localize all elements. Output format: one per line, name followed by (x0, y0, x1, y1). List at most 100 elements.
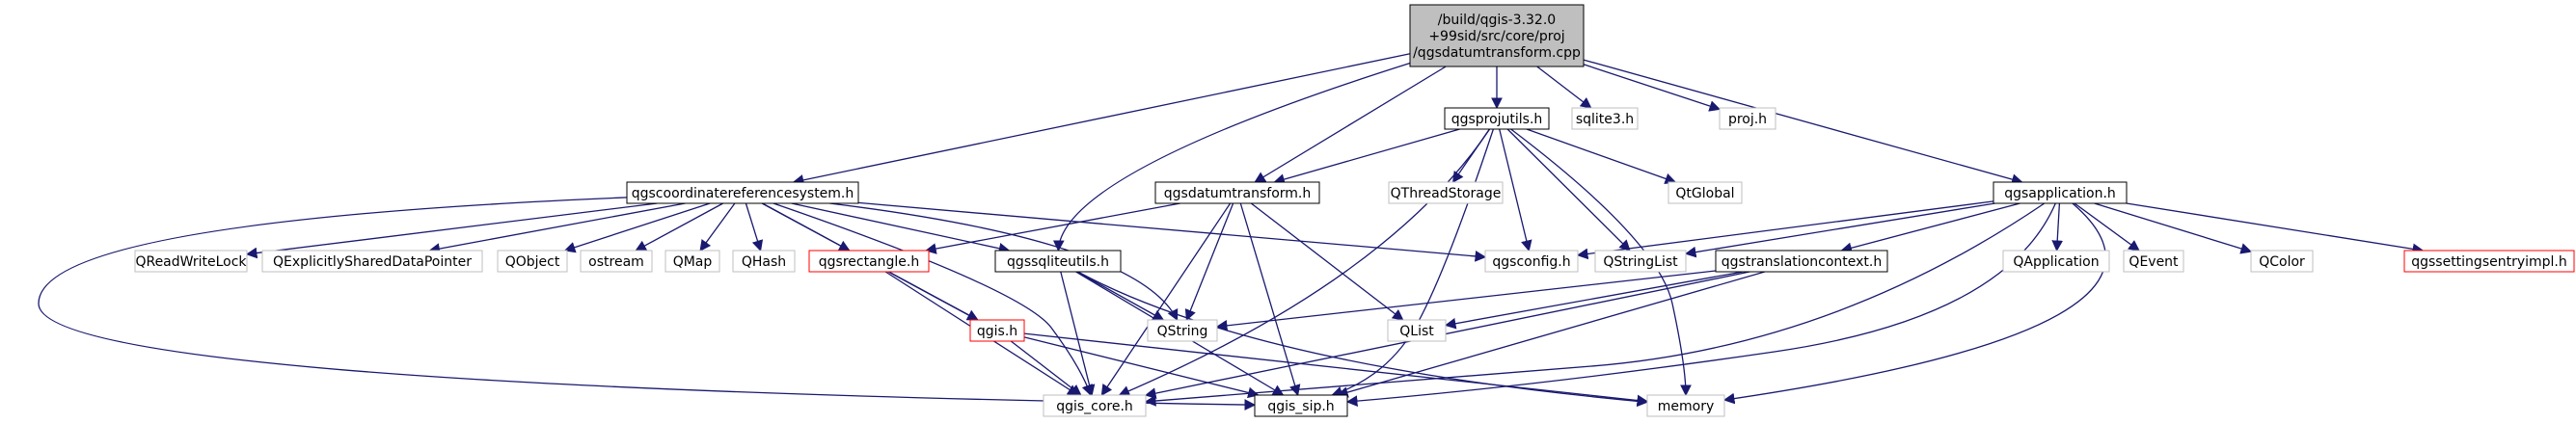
edge-application-to-qevent (2074, 202, 2140, 252)
node-box (664, 250, 720, 273)
node-box (1484, 250, 1579, 273)
edge-crs-to-sqliteutils (791, 202, 1011, 254)
edge-projutils-to-datumtransform (1273, 128, 1460, 185)
edge-root-to-proj (1583, 64, 1722, 112)
edge-projutils-to-memory (1510, 128, 1692, 397)
node-box (2002, 250, 2110, 273)
edge-datumtransform-to-qgissip (1239, 202, 1301, 397)
edge-crs-to-qreadwritelock (245, 202, 658, 259)
node-label: QList (1399, 324, 1434, 339)
node-label: qgis.h (977, 324, 1017, 339)
node-box (1646, 394, 1725, 417)
node-qevent: QEvent (2123, 250, 2184, 273)
node-root[interactable]: /build/qgis-3.32.0+99sid/src/core/proj/q… (1409, 4, 1585, 67)
node-qmap: QMap (664, 250, 720, 273)
node-box (261, 250, 483, 273)
edge-crs-to-qexplicitly (428, 202, 686, 254)
edge-crs-to-qhash (745, 202, 764, 252)
node-label: qgstranslationcontext.h (1722, 254, 1882, 270)
edge-application-to-settingsentry (2126, 202, 2425, 255)
node-memory: memory (1646, 394, 1725, 417)
node-translation[interactable]: qgstranslationcontext.h (1715, 250, 1888, 273)
node-label: QHash (742, 254, 786, 270)
edge-qgis-to-memory (1023, 332, 1649, 407)
edge-application-to-qstringlist (1684, 202, 1995, 258)
node-qcolor: QColor (2250, 250, 2314, 273)
node-label: QColor (2259, 254, 2305, 270)
node-sqlite3: sqlite3.h (1571, 107, 1639, 130)
node-qstringlist: QStringList (1594, 250, 1687, 273)
edge-crs-to-qgiscore (773, 202, 1093, 397)
node-label: qgsprojutils.h (1451, 112, 1543, 127)
node-label: proj.h (1728, 112, 1767, 127)
edge-root-to-datumtransform (1254, 66, 1447, 183)
edge-application-to-memory (1722, 202, 2106, 405)
node-qgissip[interactable]: qgis_sip.h (1254, 394, 1348, 417)
node-label: qgscoordinatereferencesystem.h (632, 186, 854, 201)
node-projutils[interactable]: qgsprojutils.h (1444, 107, 1550, 130)
node-box (1993, 181, 2128, 204)
node-layer: /build/qgis-3.32.0+99sid/src/core/proj/q… (134, 4, 2575, 417)
edge-datumtransform-to-rectangle (925, 202, 1180, 254)
edge-rectangle-to-qgis (887, 271, 979, 321)
edge-crs-to-qobject (563, 202, 711, 253)
edge-datumtransform-to-qstring (1184, 202, 1234, 322)
node-qapplication: QApplication (2002, 250, 2110, 273)
node-label: /qgsdatumtransform.cpp (1413, 45, 1581, 61)
edge-application-to-qgsconfig (1576, 200, 1994, 260)
node-qhash: QHash (732, 250, 796, 273)
node-ostream: ostream (580, 250, 653, 273)
node-label: QObject (505, 254, 560, 270)
node-proj: proj.h (1719, 107, 1776, 130)
node-box (1043, 394, 1147, 417)
edge-projutils-to-qtglobal (1526, 128, 1677, 184)
node-crs[interactable]: qgscoordinatereferencesystem.h (626, 181, 859, 204)
node-box (1387, 319, 1447, 342)
node-box (1715, 250, 1888, 273)
node-box (580, 250, 653, 273)
node-label: QReadWriteLock (135, 254, 247, 270)
node-datumtransform[interactable]: qgsdatumtransform.h (1154, 181, 1320, 204)
node-label: QString (1157, 324, 1208, 339)
node-settingsentry[interactable]: qgssettingsentryimpl.h (2403, 250, 2575, 273)
node-box (969, 319, 1025, 342)
edge-application-to-translation (1840, 202, 2020, 253)
edge-translation-to-qlist (1444, 271, 1744, 330)
node-label: QtGlobal (1675, 186, 1734, 201)
node-qstring: QString (1147, 319, 1218, 342)
node-box (1388, 181, 1504, 204)
node-label: /build/qgis-3.32.0 (1438, 13, 1556, 28)
node-box (1409, 4, 1585, 67)
node-box (994, 250, 1122, 273)
edge-crs-to-qgissip (38, 197, 1257, 411)
node-application[interactable]: qgsapplication.h (1993, 181, 2128, 204)
edge-root-to-application (1583, 59, 2023, 185)
node-box (1254, 394, 1348, 417)
node-box (732, 250, 796, 273)
node-label: QMap (673, 254, 713, 270)
node-label: +99sid/src/core/proj (1428, 29, 1564, 44)
node-qexplicitly: QExplicitlySharedDataPointer (261, 250, 483, 273)
node-box (2403, 250, 2575, 273)
node-rectangle[interactable]: qgsrectangle.h (808, 250, 930, 273)
node-label: qgsapplication.h (2004, 186, 2116, 201)
edge-crs-to-qmap (699, 202, 736, 252)
node-qlist: QList (1387, 319, 1447, 342)
edge-qgis-to-qgiscore (1010, 340, 1082, 396)
node-sqliteutils[interactable]: qgssqliteutils.h (994, 250, 1122, 273)
edge-root-to-crs (792, 53, 1411, 186)
node-label: QStringList (1603, 254, 1678, 270)
edge-translation-to-qstring (1215, 270, 1717, 331)
node-label: qgsrectangle.h (819, 254, 919, 270)
node-qgsconfig: qgsconfig.h (1484, 250, 1579, 273)
node-box (808, 250, 930, 273)
node-label: qgssqliteutils.h (1007, 254, 1109, 270)
node-qreadwritelock: QReadWriteLock (134, 250, 248, 273)
node-label: QExplicitlySharedDataPointer (273, 254, 472, 270)
node-box (1594, 250, 1687, 273)
node-qtglobal: QtGlobal (1668, 181, 1743, 204)
node-label: QApplication (2013, 254, 2099, 270)
edge-projutils-to-qstringlist (1506, 128, 1631, 252)
node-qgis[interactable]: qgis.h (969, 319, 1025, 342)
